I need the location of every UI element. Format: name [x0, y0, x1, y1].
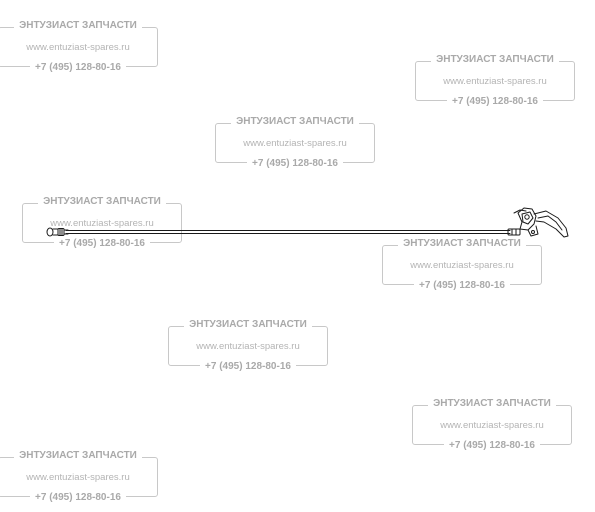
- watermark-website: www.entuziast-spares.ru: [440, 420, 544, 431]
- watermark-phone: +7 (495) 128-80-16: [247, 158, 343, 169]
- watermark-company: ЭНТУЗИАСТ ЗАПЧАСТИ: [14, 20, 142, 31]
- cable-part-drawing: [46, 207, 569, 238]
- right-bracket-assembly: [513, 207, 569, 238]
- watermark-company: ЭНТУЗИАСТ ЗАПЧАСТИ: [38, 196, 166, 207]
- watermark-website: www.entuziast-spares.ru: [196, 341, 300, 352]
- watermark-company: ЭНТУЗИАСТ ЗАПЧАСТИ: [428, 398, 556, 409]
- watermark-phone: +7 (495) 128-80-16: [414, 280, 510, 291]
- watermark: ЭНТУЗИАСТ ЗАПЧАСТИ www.entuziast-spares.…: [215, 116, 375, 178]
- watermark-phone: +7 (495) 128-80-16: [444, 440, 540, 451]
- watermark-website: www.entuziast-spares.ru: [410, 260, 514, 271]
- watermark: ЭНТУЗИАСТ ЗАПЧАСТИ www.entuziast-spares.…: [415, 54, 575, 116]
- watermark-company: ЭНТУЗИАСТ ЗАПЧАСТИ: [431, 54, 559, 65]
- watermark-phone: +7 (495) 128-80-16: [200, 361, 296, 372]
- watermark: ЭНТУЗИАСТ ЗАПЧАСТИ www.entuziast-spares.…: [0, 20, 158, 82]
- watermark-company: ЭНТУЗИАСТ ЗАПЧАСТИ: [398, 238, 526, 249]
- watermark-phone: +7 (495) 128-80-16: [447, 96, 543, 107]
- watermark-website: www.entuziast-spares.ru: [26, 472, 130, 483]
- watermark-company: ЭНТУЗИАСТ ЗАПЧАСТИ: [184, 319, 312, 330]
- watermark-phone: +7 (495) 128-80-16: [30, 62, 126, 73]
- right-end-sleeve: [507, 228, 521, 236]
- watermark-website: www.entuziast-spares.ru: [443, 76, 547, 87]
- watermark: ЭНТУЗИАСТ ЗАПЧАСТИ www.entuziast-spares.…: [22, 196, 182, 258]
- watermark-website: www.entuziast-spares.ru: [50, 218, 154, 229]
- left-end-fitting: [46, 227, 69, 237]
- watermark: ЭНТУЗИАСТ ЗАПЧАСТИ www.entuziast-spares.…: [168, 319, 328, 381]
- watermark-company: ЭНТУЗИАСТ ЗАПЧАСТИ: [14, 450, 142, 461]
- watermark: ЭНТУЗИАСТ ЗАПЧАСТИ www.entuziast-spares.…: [412, 398, 572, 460]
- watermark: ЭНТУЗИАСТ ЗАПЧАСТИ www.entuziast-spares.…: [382, 238, 542, 300]
- watermark-phone: +7 (495) 128-80-16: [54, 238, 150, 249]
- watermark-website: www.entuziast-spares.ru: [243, 138, 347, 149]
- watermark-website: www.entuziast-spares.ru: [26, 42, 130, 53]
- watermark-company: ЭНТУЗИАСТ ЗАПЧАСТИ: [231, 116, 359, 127]
